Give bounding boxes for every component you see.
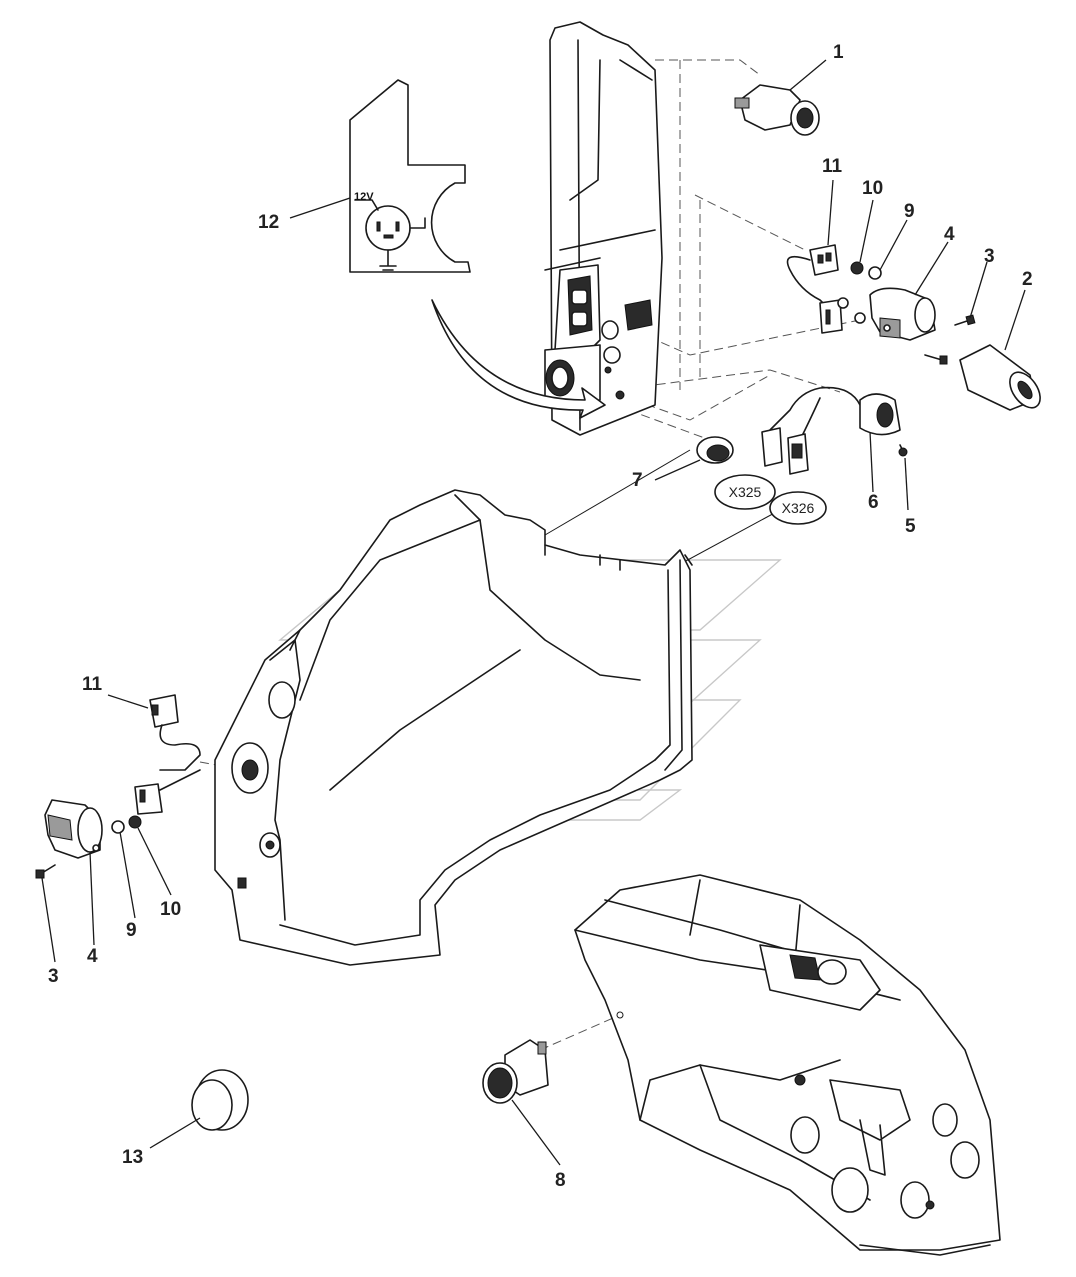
callout-4-left: 4 (87, 946, 98, 967)
callout-11-left: 11 (82, 674, 103, 695)
callout-13: 13 (122, 1147, 143, 1168)
callout-6: 6 (868, 492, 879, 513)
nut-top (850, 261, 864, 275)
socket-symbol-label: 12V (349, 79, 471, 273)
connector-x326: X326 (769, 491, 827, 525)
callout-7: 7 (632, 470, 643, 491)
callout-11-top: 11 (822, 156, 843, 177)
screw-right (898, 444, 908, 457)
wiring-harness-top (786, 244, 843, 334)
connector-x325-label: X325 (729, 484, 762, 500)
blanking-plug-top (696, 436, 734, 464)
cigarette-lighter-bottom (482, 1039, 549, 1104)
socket-voltage-label: 12V (354, 191, 374, 203)
socket-housing-top (869, 287, 936, 341)
wiring-harness-left (134, 694, 201, 815)
round-socket-harness (761, 386, 901, 475)
nut-left (128, 815, 142, 829)
socket-housing-left (44, 799, 103, 859)
callout-4-top: 4 (944, 224, 955, 245)
nut-top-2 (854, 312, 866, 324)
callout-9-left: 9 (126, 920, 137, 941)
callout-2: 2 (1022, 269, 1033, 290)
connector-x326-label: X326 (782, 500, 815, 516)
cigarette-lighter (734, 84, 820, 136)
callout-1: 1 (833, 42, 844, 63)
pillar-panel (544, 21, 663, 436)
dashboard-trim-panel (214, 489, 693, 966)
socket-insert (959, 344, 1041, 411)
leader-lines (41, 59, 1026, 1166)
washer-top-2 (837, 297, 849, 309)
callout-8: 8 (555, 1170, 566, 1191)
callout-labels: 1 2 3 4 5 6 7 8 9 10 11 12 13 11 3 4 9 1… (48, 42, 1033, 1191)
screw-left (35, 864, 56, 879)
screws-top (924, 314, 976, 365)
callout-9-top: 9 (904, 201, 915, 222)
washer-top (868, 266, 882, 280)
callout-3-top: 3 (984, 246, 995, 267)
installation-arrow (431, 299, 606, 419)
connector-x325: X325 (714, 474, 776, 510)
callout-3-left: 3 (48, 966, 59, 987)
blanking-plug-bottom (191, 1069, 249, 1131)
callout-10-top: 10 (862, 178, 883, 199)
callout-10-left: 10 (160, 899, 181, 920)
callout-12: 12 (258, 212, 279, 233)
callout-5: 5 (905, 516, 916, 537)
console-housing (574, 874, 1001, 1256)
washer-left (111, 820, 125, 834)
